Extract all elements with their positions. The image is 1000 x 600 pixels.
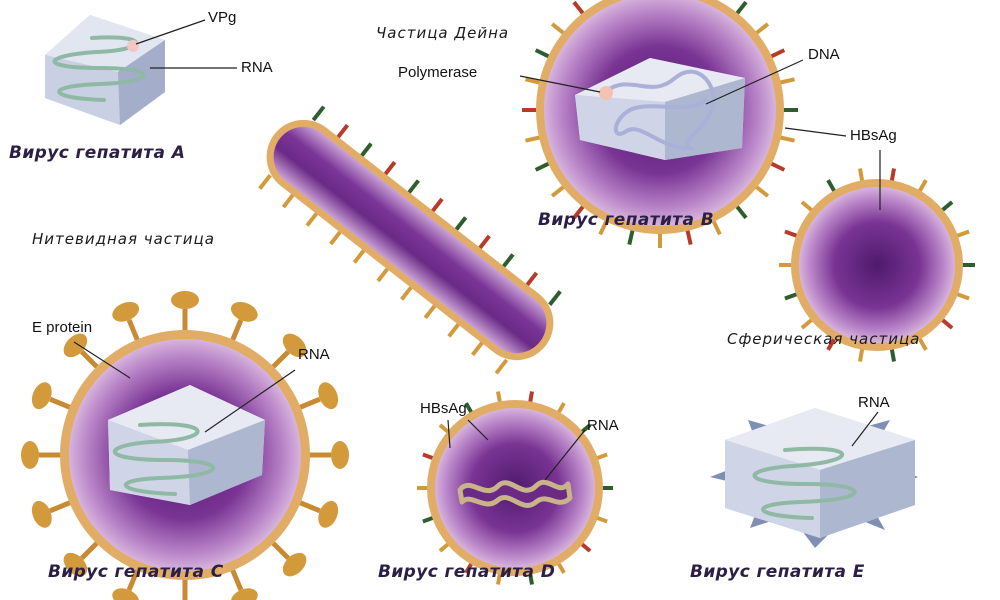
filamentous-spike xyxy=(447,321,461,338)
filamentous-particle xyxy=(258,105,562,375)
filamentous-spike xyxy=(494,358,509,375)
spherical-particle xyxy=(779,168,975,362)
e-protein-stalk xyxy=(269,539,291,561)
filamentous-spike xyxy=(453,216,468,233)
filamentous-spike xyxy=(359,142,373,159)
e-protein-knob xyxy=(31,500,52,528)
filamentous-spike xyxy=(400,284,414,301)
caption-filamentous-particle: Нитевидная частица xyxy=(32,230,215,248)
title-virus-b: Вирус гепатита B xyxy=(538,210,715,230)
e-protein-stalk xyxy=(296,499,321,514)
label-b-hbsag: HBsAg xyxy=(850,127,897,144)
label-b-dna: DNA xyxy=(808,46,840,63)
virus-d-rna xyxy=(457,479,573,508)
title-virus-d: Вирус гепатита D xyxy=(378,562,556,582)
virus-c-particle xyxy=(21,291,349,600)
e-protein-knob xyxy=(112,301,140,322)
label-a-rna: RNA xyxy=(241,59,273,76)
virus-b-particle xyxy=(522,0,798,248)
e-protein-stalk xyxy=(229,319,244,344)
virus-a-vpg-dot xyxy=(127,40,139,52)
title-virus-a: Вирус гепатита A xyxy=(9,143,186,163)
e-protein-stalk xyxy=(269,349,291,371)
virus-c-e-proteins xyxy=(21,291,349,600)
virus-e-particle xyxy=(710,408,918,548)
filamentous-spike xyxy=(311,105,326,122)
label-d-rna: RNA xyxy=(587,417,619,434)
label-d-hbsag: HBsAg xyxy=(420,400,467,417)
virus-b-dna xyxy=(603,69,716,151)
virus-a-particle xyxy=(45,15,165,125)
filamentous-spike xyxy=(352,247,367,264)
e-protein-knob xyxy=(282,333,307,358)
e-protein-stalk xyxy=(126,566,141,591)
e-protein-knob xyxy=(230,588,258,600)
label-b-polymerase: Polymerase xyxy=(398,64,478,81)
filamentous-spike xyxy=(376,266,391,283)
label-a-vpg: VPg xyxy=(208,9,237,26)
filamentous-spike xyxy=(281,192,296,209)
virus-d-particle xyxy=(417,391,613,585)
e-protein-knob xyxy=(318,500,339,528)
label-e-rna: RNA xyxy=(858,394,890,411)
e-protein-stalk xyxy=(49,396,74,411)
filamentous-spikes xyxy=(258,105,562,375)
filamentous-spike xyxy=(524,271,539,288)
e-protein-knob xyxy=(21,441,39,469)
e-protein-knob xyxy=(112,588,140,600)
e-protein-stalk xyxy=(79,349,101,371)
filamentous-spike xyxy=(335,123,350,140)
caption-spherical-particle: Сферическая частица xyxy=(727,330,921,348)
virus-e-rna xyxy=(752,446,857,520)
e-protein-stalk xyxy=(229,566,244,591)
filamentous-spike xyxy=(429,197,444,214)
filamentous-spike xyxy=(258,173,272,190)
e-protein-knob xyxy=(171,291,199,309)
e-protein-knob xyxy=(31,382,52,410)
filamentous-spike xyxy=(329,229,343,246)
virus-b-polymerase-dot xyxy=(599,86,613,100)
filamentous-spike xyxy=(500,253,515,270)
e-protein-knob xyxy=(63,552,88,577)
caption-dane-particle: Частица Дейна xyxy=(376,24,510,42)
e-protein-knob xyxy=(331,441,349,469)
filamentous-spike xyxy=(470,340,485,357)
label-c-e-protein: E protein xyxy=(32,319,93,336)
e-protein-knob xyxy=(318,382,339,410)
e-protein-stalk xyxy=(49,499,74,514)
filamentous-spike xyxy=(423,303,438,320)
e-protein-knob xyxy=(230,301,258,322)
e-protein-knob xyxy=(63,333,88,358)
e-protein-stalk xyxy=(296,396,321,411)
e-protein-stalk xyxy=(79,539,101,561)
filamentous-spike xyxy=(477,234,491,251)
e-protein-stalk xyxy=(126,319,141,344)
virus-c-rna xyxy=(113,422,215,496)
filamentous-spike xyxy=(406,179,420,196)
filamentous-spike xyxy=(305,210,320,227)
label-c-rna: RNA xyxy=(298,346,330,363)
filamentous-spike xyxy=(382,160,397,177)
title-virus-e: Вирус гепатита E xyxy=(690,562,865,582)
filamentous-spike xyxy=(548,290,562,307)
e-protein-knob xyxy=(282,552,307,577)
title-virus-c: Вирус гепатита C xyxy=(48,562,224,582)
